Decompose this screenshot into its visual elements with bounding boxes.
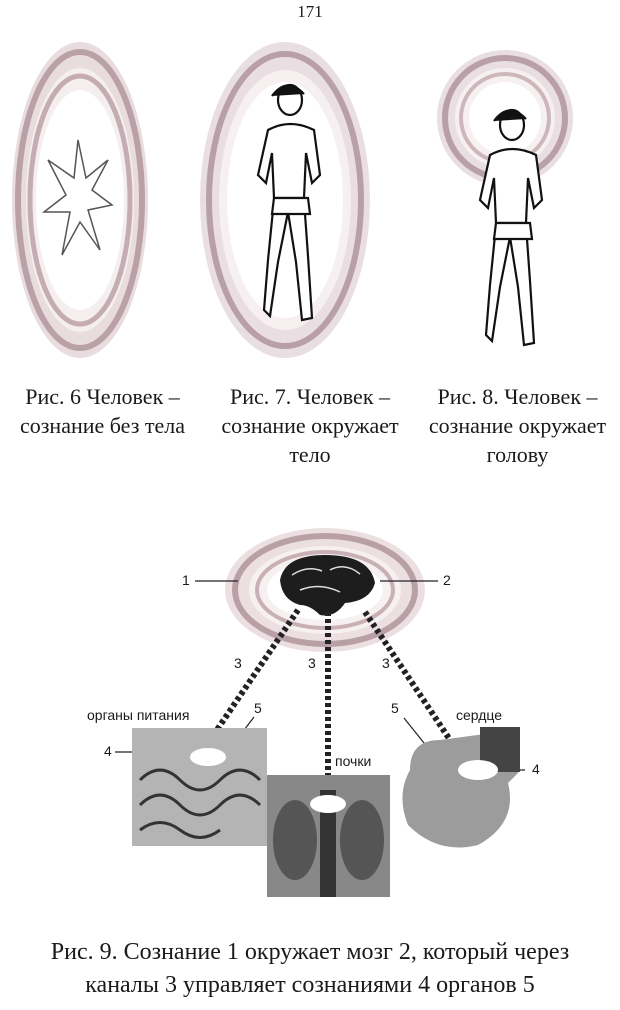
caption-line: сознание без тела [19,413,186,438]
label-heart: сердце [456,707,503,723]
caption-line: Рис. 9. Сознание 1 окружает мозг 2, кото… [50,939,570,965]
caption-line: сознание окружает [428,413,607,438]
page-number: 171 [297,2,323,21]
kidneys-image [267,775,390,897]
figure-6-caption: Рис. 6 Человек – сознание без тела [0,382,205,440]
caption-line: голову [486,442,549,467]
label-organ-5-right: 5 [391,700,399,716]
label-channel-3-left: 3 [234,655,242,671]
caption-line: каналы 3 управляет сознаниями 4 органов … [85,972,535,998]
label-kidneys: почки [335,753,372,769]
label-organ-5-left: 5 [254,700,262,716]
figure-9-caption: Рис. 9. Сознание 1 окружает мозг 2, кото… [0,936,620,1002]
label-consciousness-1: 1 [182,572,190,588]
digestive-organs-image [132,728,267,846]
label-organ-consciousness-4-left: 4 [104,743,112,759]
human-figure-7 [256,83,322,322]
label-channel-3-right: 3 [382,655,390,671]
figure-8-caption: Рис. 8. Человек – сознание окружает голо… [415,382,620,469]
label-brain-2: 2 [443,572,451,588]
label-channel-3-middle: 3 [308,655,316,671]
caption-line: Рис. 8. Человек – [437,384,598,409]
star-icon [41,139,114,256]
channel-lines [197,608,473,800]
caption-line: тело [289,442,331,467]
label-organ-consciousness-4-right: 4 [532,761,540,777]
figure-7-caption: Рис. 7. Человек – сознание окружает тело [205,382,415,469]
human-figure-8 [478,108,544,347]
heart-image [402,727,520,848]
label-digestive-organs: органы питания [87,707,190,723]
figure-6-aura [12,42,148,358]
caption-line: Рис. 7. Человек – [229,384,391,409]
caption-line: сознание окружает [221,413,399,438]
caption-line: Рис. 6 Человек – [25,384,180,409]
brain-image [280,555,375,616]
